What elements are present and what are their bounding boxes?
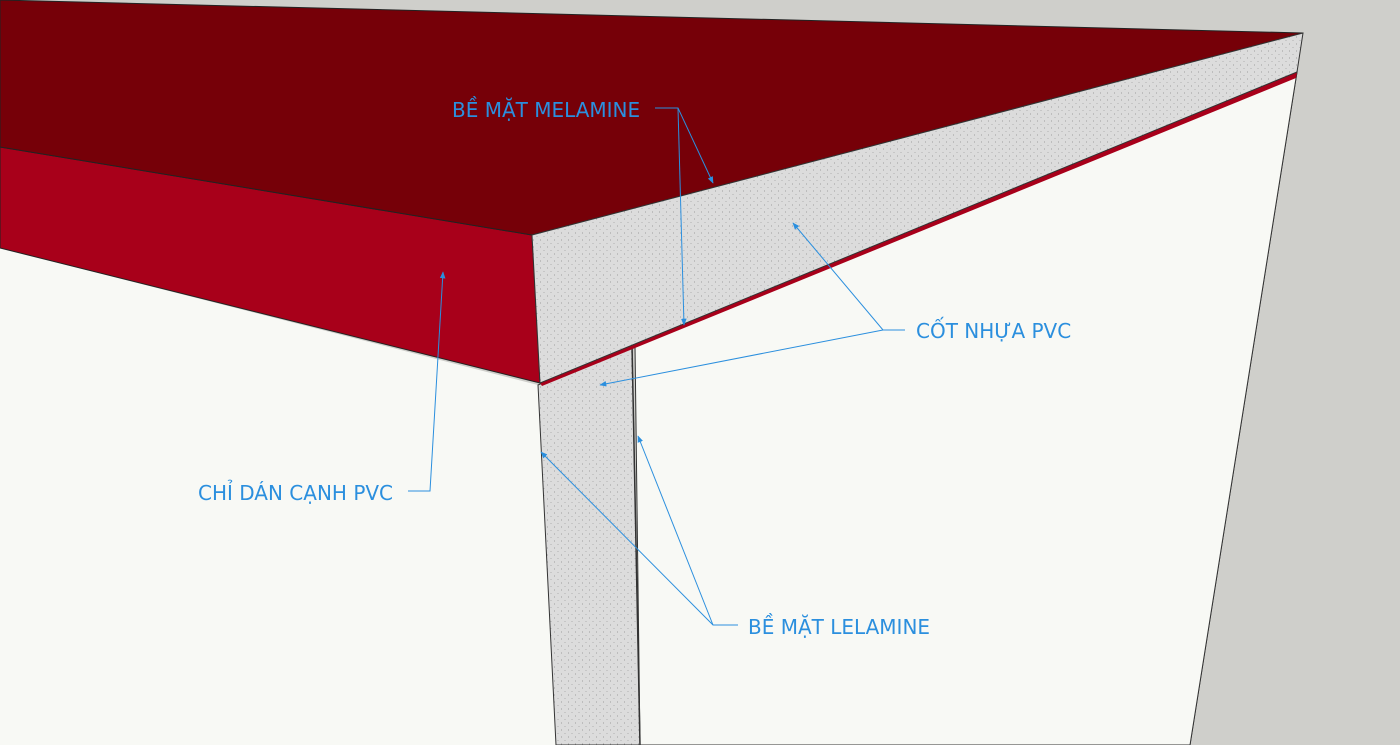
pvc-core-label: CỐT NHỰA PVC: [916, 317, 1071, 343]
vertical-core-edge-line: [631, 344, 641, 745]
top-pvc-core: [531, 32, 1304, 384]
annotation-pvc-core: CỐT NHỰA PVC: [599, 222, 1071, 387]
left-side-panel: [0, 248, 556, 745]
melamine-leader-line-2: [677, 107, 687, 326]
lelamine-leader-line-2: [637, 435, 714, 626]
vertical-pvc-core: [537, 344, 641, 745]
pvc-core-leader-line-2: [599, 329, 884, 387]
annotation-lelamine: BỀ MẶT LELAMINE: [540, 435, 930, 639]
lelamine-label: BỀ MẶT LELAMINE: [748, 614, 930, 639]
underside-band: [540, 72, 1297, 386]
melamine-label: BỀ MẶT MELAMINE: [452, 97, 640, 122]
annotation-pvc-edge: CHỈ DÁN CẠNH PVC: [198, 271, 446, 505]
pvc-edge-label: CHỈ DÁN CẠNH PVC: [198, 480, 393, 505]
pvc-edge-leader-line: [408, 271, 446, 492]
annotation-melamine: BỀ MẶT MELAMINE: [452, 97, 714, 326]
